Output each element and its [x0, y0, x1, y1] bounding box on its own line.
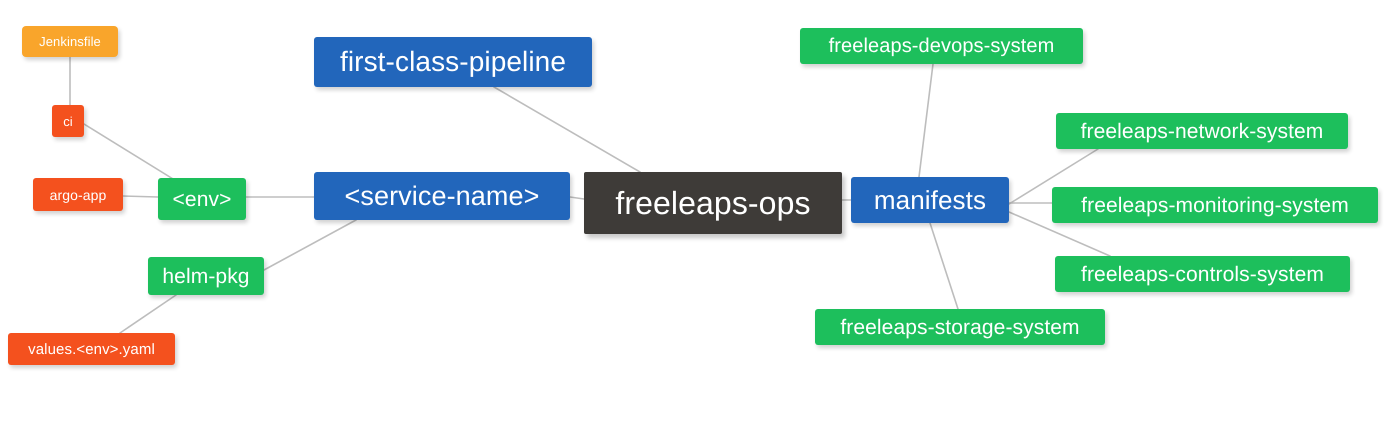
node-freeleaps-ops[interactable]: freeleaps-ops	[584, 172, 842, 234]
node-label: <service-name>	[344, 180, 540, 211]
node-label: freeleaps-devops-system	[828, 35, 1055, 57]
edge-argo-app-to-env	[122, 195, 159, 198]
edge-service-name-to-freeleaps-ops	[569, 196, 585, 200]
node-freeleaps-monitoring-system[interactable]: freeleaps-monitoring-system	[1052, 187, 1378, 223]
node-jenkinsfile[interactable]: Jenkinsfile	[22, 26, 118, 57]
node-argo-app[interactable]: argo-app	[33, 178, 123, 211]
node-helm-pkg[interactable]: helm-pkg	[148, 257, 264, 295]
node-freeleaps-network-system[interactable]: freeleaps-network-system	[1056, 113, 1348, 149]
edge-manifests-to-freeleaps-devops-system	[918, 63, 934, 178]
node-label: manifests	[873, 185, 987, 215]
edge-first-class-pipeline-to-freeleaps-ops	[493, 86, 641, 173]
node-label: <env>	[172, 187, 232, 211]
node-manifests[interactable]: manifests	[851, 177, 1009, 223]
node-label: freeleaps-storage-system	[840, 315, 1080, 339]
node-service-name[interactable]: <service-name>	[314, 172, 570, 220]
node-first-class-pipeline[interactable]: first-class-pipeline	[314, 37, 592, 87]
node-ci[interactable]: ci	[52, 105, 84, 137]
edge-helm-pkg-to-values-env-yaml	[119, 294, 177, 334]
node-label: ci	[63, 113, 73, 129]
node-values-env-yaml[interactable]: values.<env>.yaml	[8, 333, 175, 365]
node-label: helm-pkg	[162, 264, 250, 288]
edge-service-name-to-helm-pkg	[263, 219, 357, 271]
node-label: values.<env>.yaml	[28, 340, 155, 358]
edge-manifests-to-freeleaps-storage-system	[929, 222, 959, 310]
node-env[interactable]: <env>	[158, 178, 246, 220]
node-label: Jenkinsfile	[39, 34, 101, 49]
node-freeleaps-storage-system[interactable]: freeleaps-storage-system	[815, 309, 1105, 345]
node-label: freeleaps-monitoring-system	[1081, 193, 1349, 217]
node-label: freeleaps-controls-system	[1081, 262, 1324, 286]
node-label: freeleaps-ops	[615, 185, 811, 221]
node-freeleaps-controls-system[interactable]: freeleaps-controls-system	[1055, 256, 1350, 292]
node-label: argo-app	[49, 186, 107, 203]
node-freeleaps-devops-system[interactable]: freeleaps-devops-system	[800, 28, 1083, 64]
node-label: freeleaps-network-system	[1080, 119, 1324, 143]
node-label: first-class-pipeline	[339, 46, 567, 77]
